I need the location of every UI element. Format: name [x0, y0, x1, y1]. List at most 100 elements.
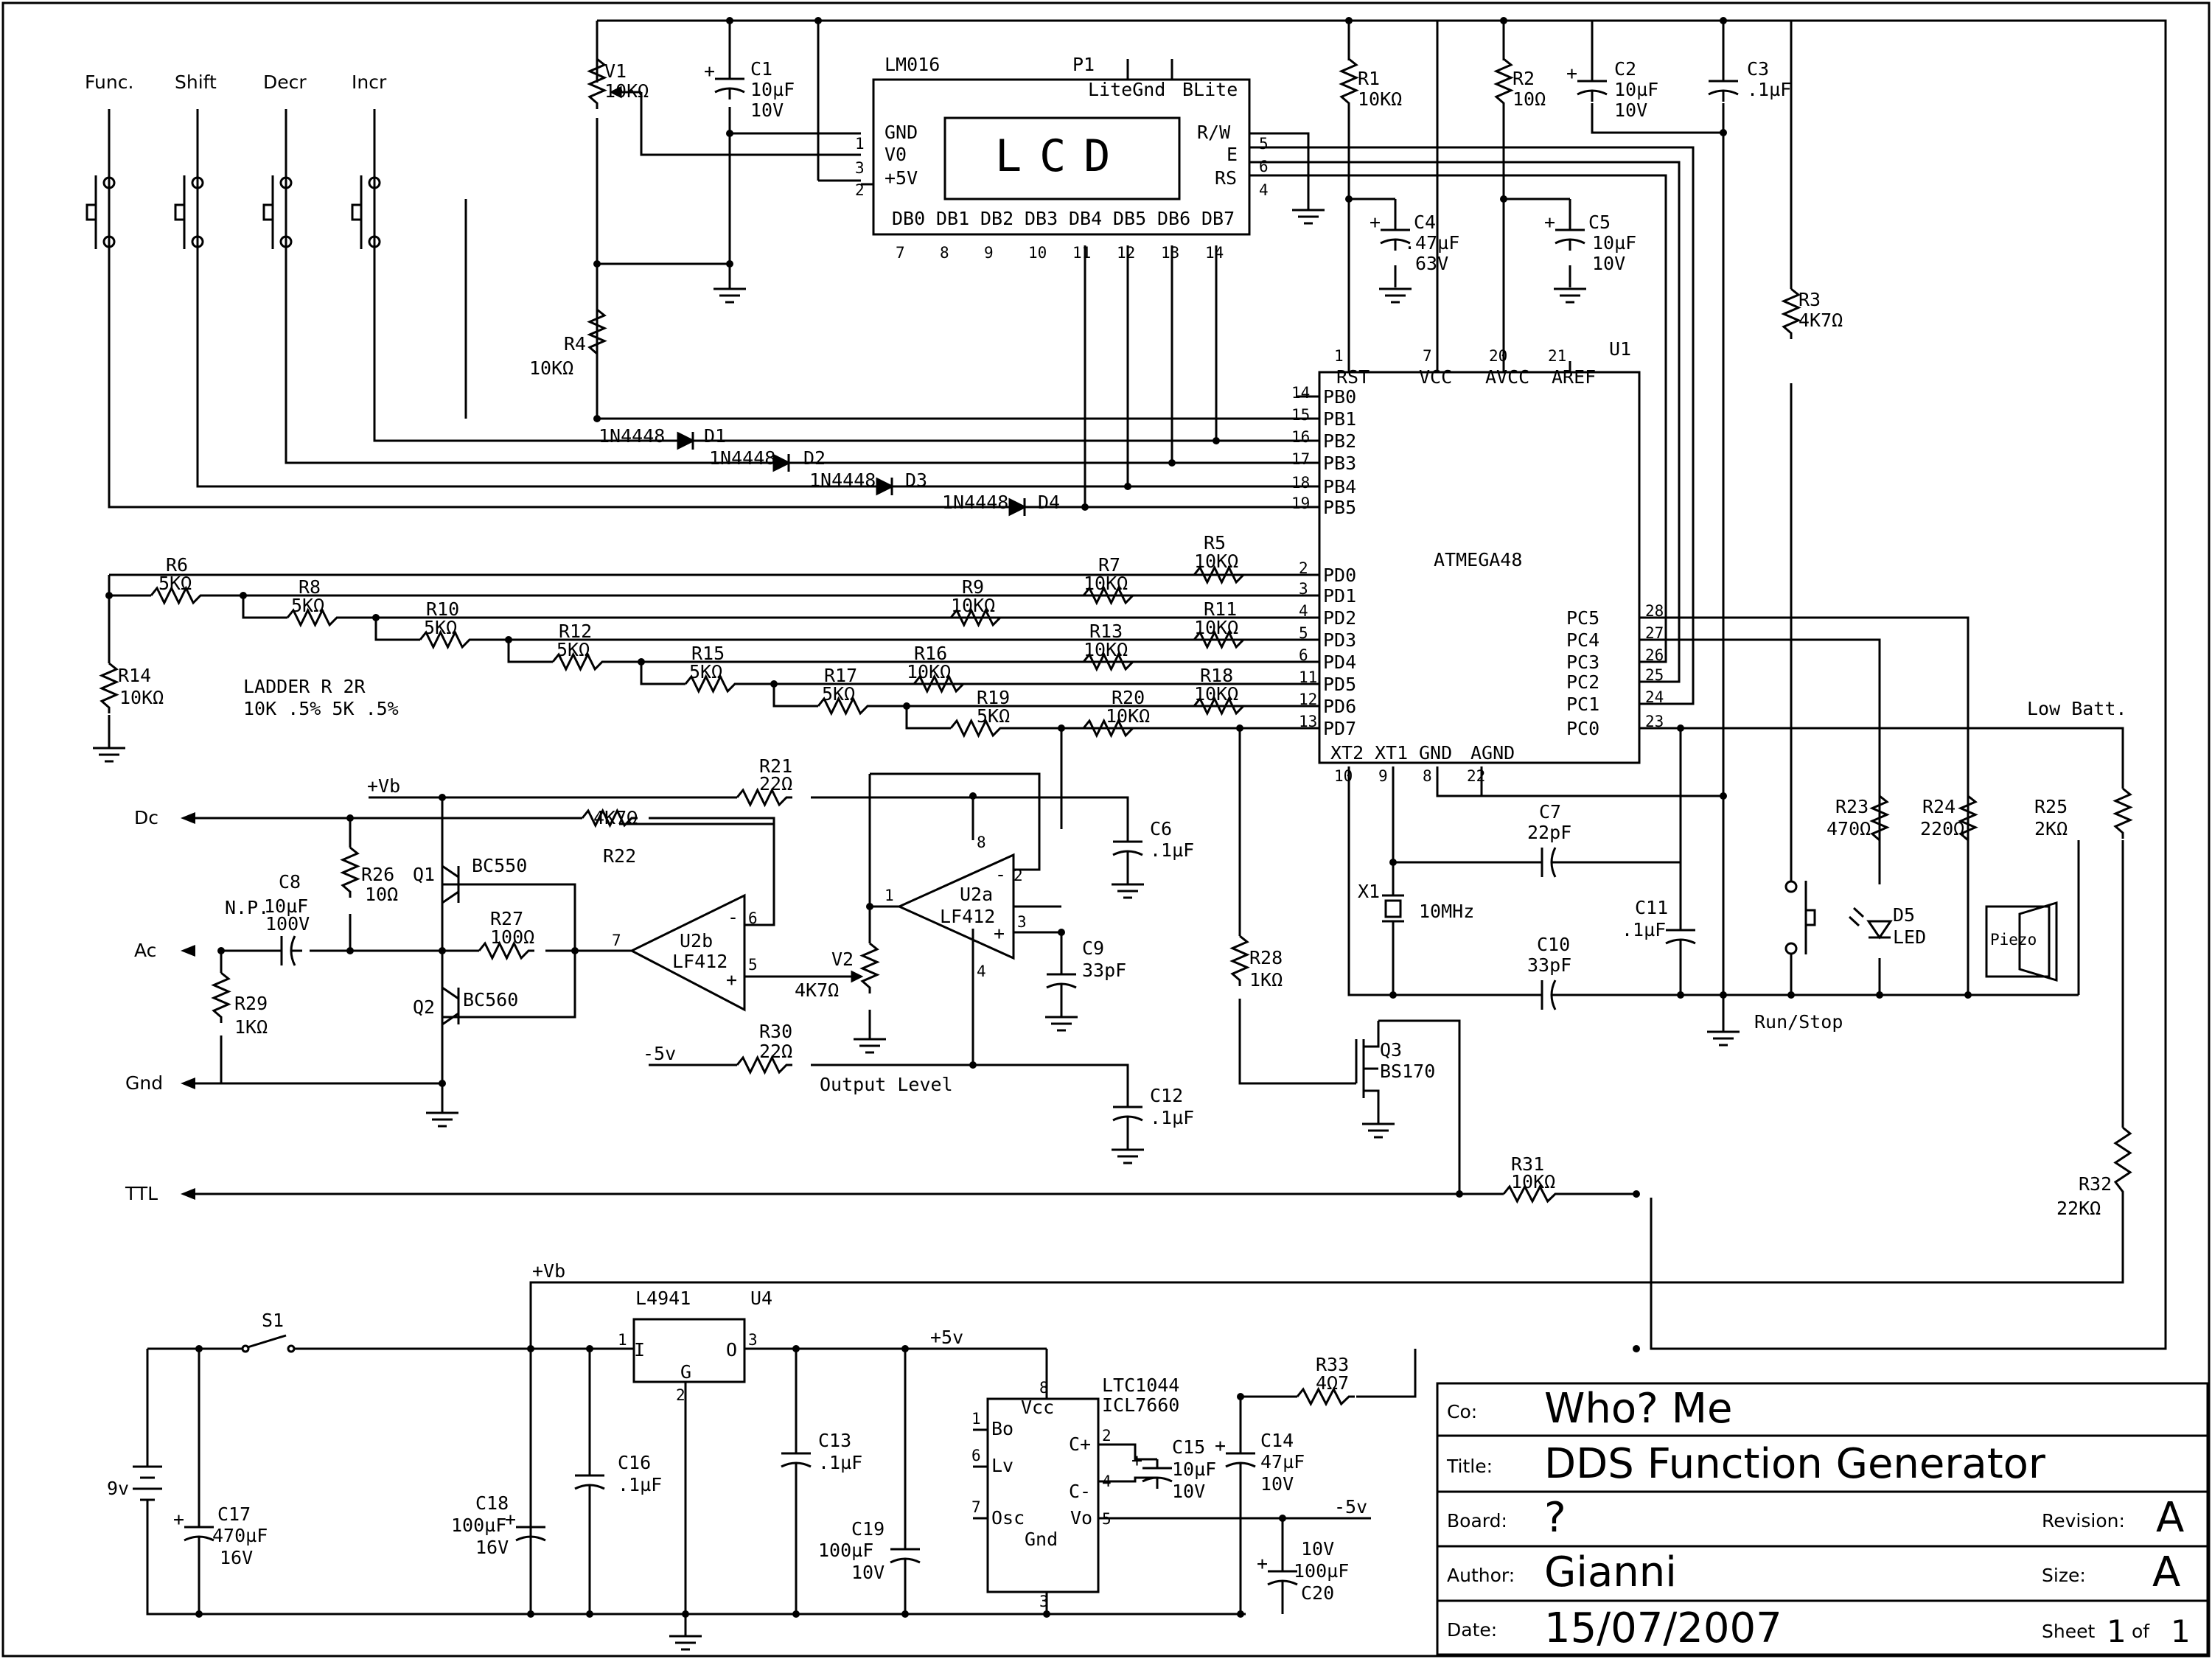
capacitor-c6: [1112, 833, 1143, 862]
capacitors: +++++++++: [173, 60, 1739, 1592]
part-label-u2b: U2b: [680, 930, 713, 951]
part-label-c20: 10V: [1301, 1538, 1334, 1560]
polarity-plus: +: [1370, 212, 1381, 233]
part-label-r24: 220Ω: [1920, 818, 1964, 839]
piezo-buzzer: Piezo: [1985, 901, 2058, 982]
mcu-pin-name: GND: [1419, 742, 1452, 764]
lcd-pin-number: 9: [984, 244, 994, 262]
opamp-u2a: [896, 853, 1015, 960]
part-label-c9: 33pF: [1082, 960, 1126, 981]
lcd-db-pin: DB0: [892, 208, 925, 229]
part-label-r29: 1KΩ: [234, 1016, 268, 1038]
net-5v: +5v: [930, 1327, 963, 1348]
part-label-r25: R25: [2034, 796, 2068, 817]
author-value: Gianni: [1544, 1548, 1677, 1596]
u4-part: L4941: [635, 1288, 691, 1309]
sheet-of: of: [2132, 1621, 2150, 1642]
resistor-r27: [478, 940, 534, 961]
part-label-r30: R30: [759, 1021, 792, 1042]
u4-pin: I: [634, 1339, 645, 1361]
mcu-pin-number: 8: [1423, 767, 1432, 785]
mcu-pin-name: PC1: [1566, 694, 1599, 715]
part-label-c8: C8: [279, 871, 301, 893]
mcu-pin-name: PC3: [1566, 652, 1599, 673]
button-run-stop[interactable]: [1784, 880, 1816, 955]
capacitor-c17: +: [173, 1509, 214, 1548]
part-label-x1: 10MHz: [1419, 901, 1474, 922]
lcd-db-pin: DB3: [1025, 208, 1058, 229]
mcu-pin-number: 1: [1334, 347, 1344, 365]
mcu-pin-number: 14: [1291, 384, 1310, 402]
resistor-r32: [2113, 1126, 2132, 1198]
button-shift[interactable]: [174, 109, 204, 249]
part-label-c7: 22pF: [1527, 822, 1571, 843]
part-label-r24: R24: [1922, 796, 1955, 817]
mcu-atmega48: U1 ATMEGA48 RST1VCC7AVCC20AREF21PB014PB1…: [1291, 338, 1664, 785]
part-label-v1: V1: [604, 60, 627, 82]
part-label-r18: 10KΩ: [1194, 683, 1238, 705]
part-label-q3: Q3: [1380, 1039, 1402, 1061]
lcd-part: LM016: [885, 54, 940, 75]
pin-number: 7: [612, 932, 621, 949]
capacitor-c15: +: [1131, 1450, 1173, 1489]
part-label-r1: R1: [1358, 68, 1380, 89]
part-label-c15: C15: [1172, 1436, 1205, 1458]
mcu-ref: U1: [1609, 338, 1631, 360]
pin-number: 1: [885, 887, 894, 904]
part-label-r22: R22: [603, 845, 636, 867]
diode-part: 1N4448: [809, 469, 876, 491]
part-label-c6: C6: [1150, 818, 1172, 839]
part-label-c10: 33pF: [1527, 954, 1571, 976]
part-label-r6: 5KΩ: [158, 573, 192, 594]
pot-v2-wiper: [744, 970, 864, 983]
part-label-r17: R17: [824, 665, 857, 686]
ground-symbols: [93, 209, 1740, 1651]
pin-number: 3: [748, 1331, 758, 1349]
part-label-c1: C1: [750, 58, 772, 80]
switch-s1[interactable]: [241, 1334, 296, 1353]
lcd-pin-number: 3: [855, 159, 865, 177]
part-label-r14: 10KΩ: [119, 687, 164, 708]
part-label-c5: 10V: [1592, 253, 1625, 274]
size-label: Size:: [2042, 1565, 2086, 1586]
part-label-c17: 16V: [220, 1547, 253, 1568]
part-label-c4: .47µF: [1404, 232, 1459, 254]
button-func[interactable]: [86, 109, 116, 249]
part-label-r30: 22Ω: [759, 1041, 792, 1062]
pin-number: 3: [1039, 1593, 1049, 1610]
capacitor-c10: [1533, 979, 1563, 1010]
ground-symbol: [1112, 883, 1144, 899]
net-vb: +Vb: [367, 775, 400, 797]
mcu-pin-name: VCC: [1419, 366, 1452, 388]
button-incr[interactable]: [351, 109, 381, 249]
lcd-pin-number: 8: [940, 244, 949, 262]
button-decr[interactable]: [262, 109, 293, 249]
resistor-r26: [340, 846, 360, 898]
part-label-c15: 10µF: [1172, 1459, 1216, 1480]
transistor-q2: [442, 986, 460, 1026]
part-label-c8: 10µF: [264, 895, 308, 917]
part-label-r21: R21: [759, 755, 792, 777]
diode-ref: D2: [803, 447, 826, 469]
title-block: Co: Who? Me Title: DDS Function Generato…: [1436, 1382, 2209, 1656]
button-label: Incr: [352, 71, 387, 93]
part-label-c11: C11: [1635, 897, 1668, 918]
part-label-q3: BS170: [1380, 1061, 1435, 1082]
output-gnd: Gnd: [125, 1072, 163, 1094]
part-label-r12: 5KΩ: [557, 639, 590, 660]
part-label-c5: C5: [1588, 212, 1611, 233]
lcd-db-pin: DB5: [1113, 208, 1146, 229]
part-label-r10: 5KΩ: [424, 617, 457, 638]
part-label-c16: C16: [618, 1452, 651, 1473]
lcd-db-pin: DB2: [980, 208, 1013, 229]
ground-symbol: [93, 747, 125, 763]
resistors: [99, 57, 2133, 1407]
pin-number: 6: [971, 1447, 981, 1464]
opamp-plus: +: [994, 923, 1005, 944]
u3-pin: C-: [1069, 1481, 1091, 1502]
resistor-r5: [1193, 565, 1249, 585]
mcu-pin-number: 11: [1299, 668, 1317, 686]
resistor-r13: [1082, 652, 1139, 672]
part-label-c12: .1µF: [1150, 1107, 1194, 1128]
